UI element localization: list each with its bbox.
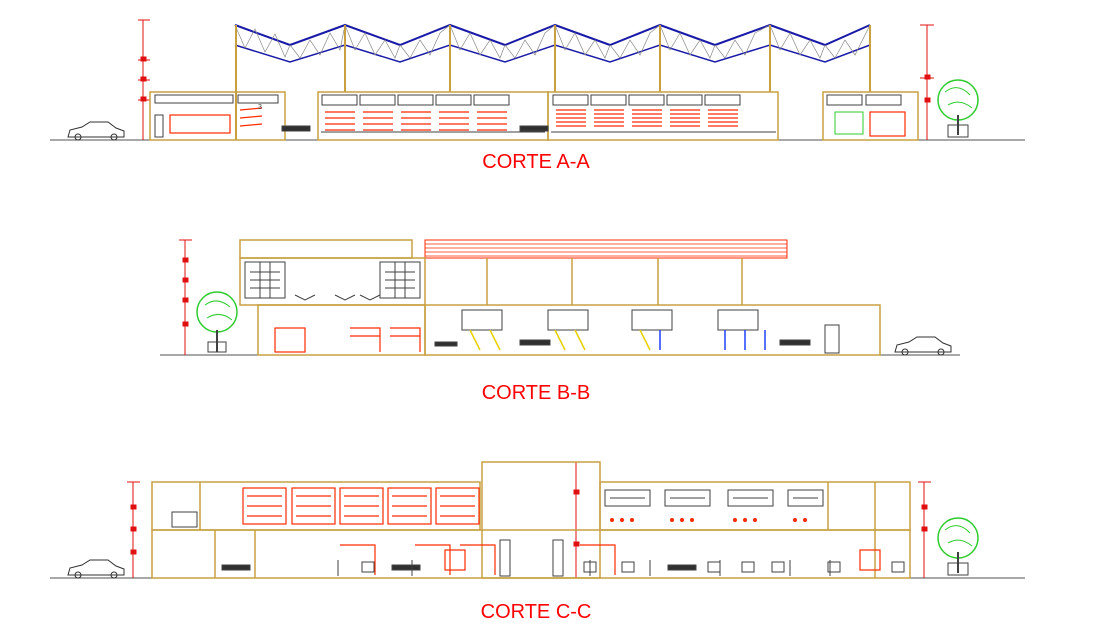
car-right-b <box>894 336 952 356</box>
dimension-left-c <box>127 481 140 578</box>
tree-left-b <box>196 291 238 353</box>
interior-panels-b <box>244 261 840 354</box>
car-left-a <box>67 121 125 141</box>
section-c-drawing <box>50 461 1025 579</box>
tree-right-a <box>937 79 979 138</box>
roof-canopy-b <box>424 239 788 305</box>
roof-truss-a <box>234 23 871 63</box>
section-b-drawing <box>160 239 960 356</box>
car-left-c <box>67 559 125 579</box>
interior-panels-a: 3 <box>154 94 906 138</box>
dimension-left-a <box>138 19 150 140</box>
annotation-label-3: 3 <box>258 104 262 111</box>
dimension-right-a <box>920 24 934 140</box>
section-title-b: CORTE B-B <box>481 382 591 404</box>
building-blocks-a <box>149 91 919 141</box>
interior-panels-c <box>171 487 905 577</box>
tree-right-c <box>937 517 979 576</box>
dimension-left-b <box>179 239 192 355</box>
dimension-right-c <box>573 462 931 578</box>
building-blocks-c <box>151 461 911 579</box>
building-blocks-b <box>239 239 881 356</box>
columns-a <box>235 25 871 140</box>
section-a-drawing: 3 <box>50 19 1025 141</box>
section-title-a: CORTE A-A <box>482 151 590 173</box>
section-title-c: CORTE C-C <box>480 601 592 623</box>
